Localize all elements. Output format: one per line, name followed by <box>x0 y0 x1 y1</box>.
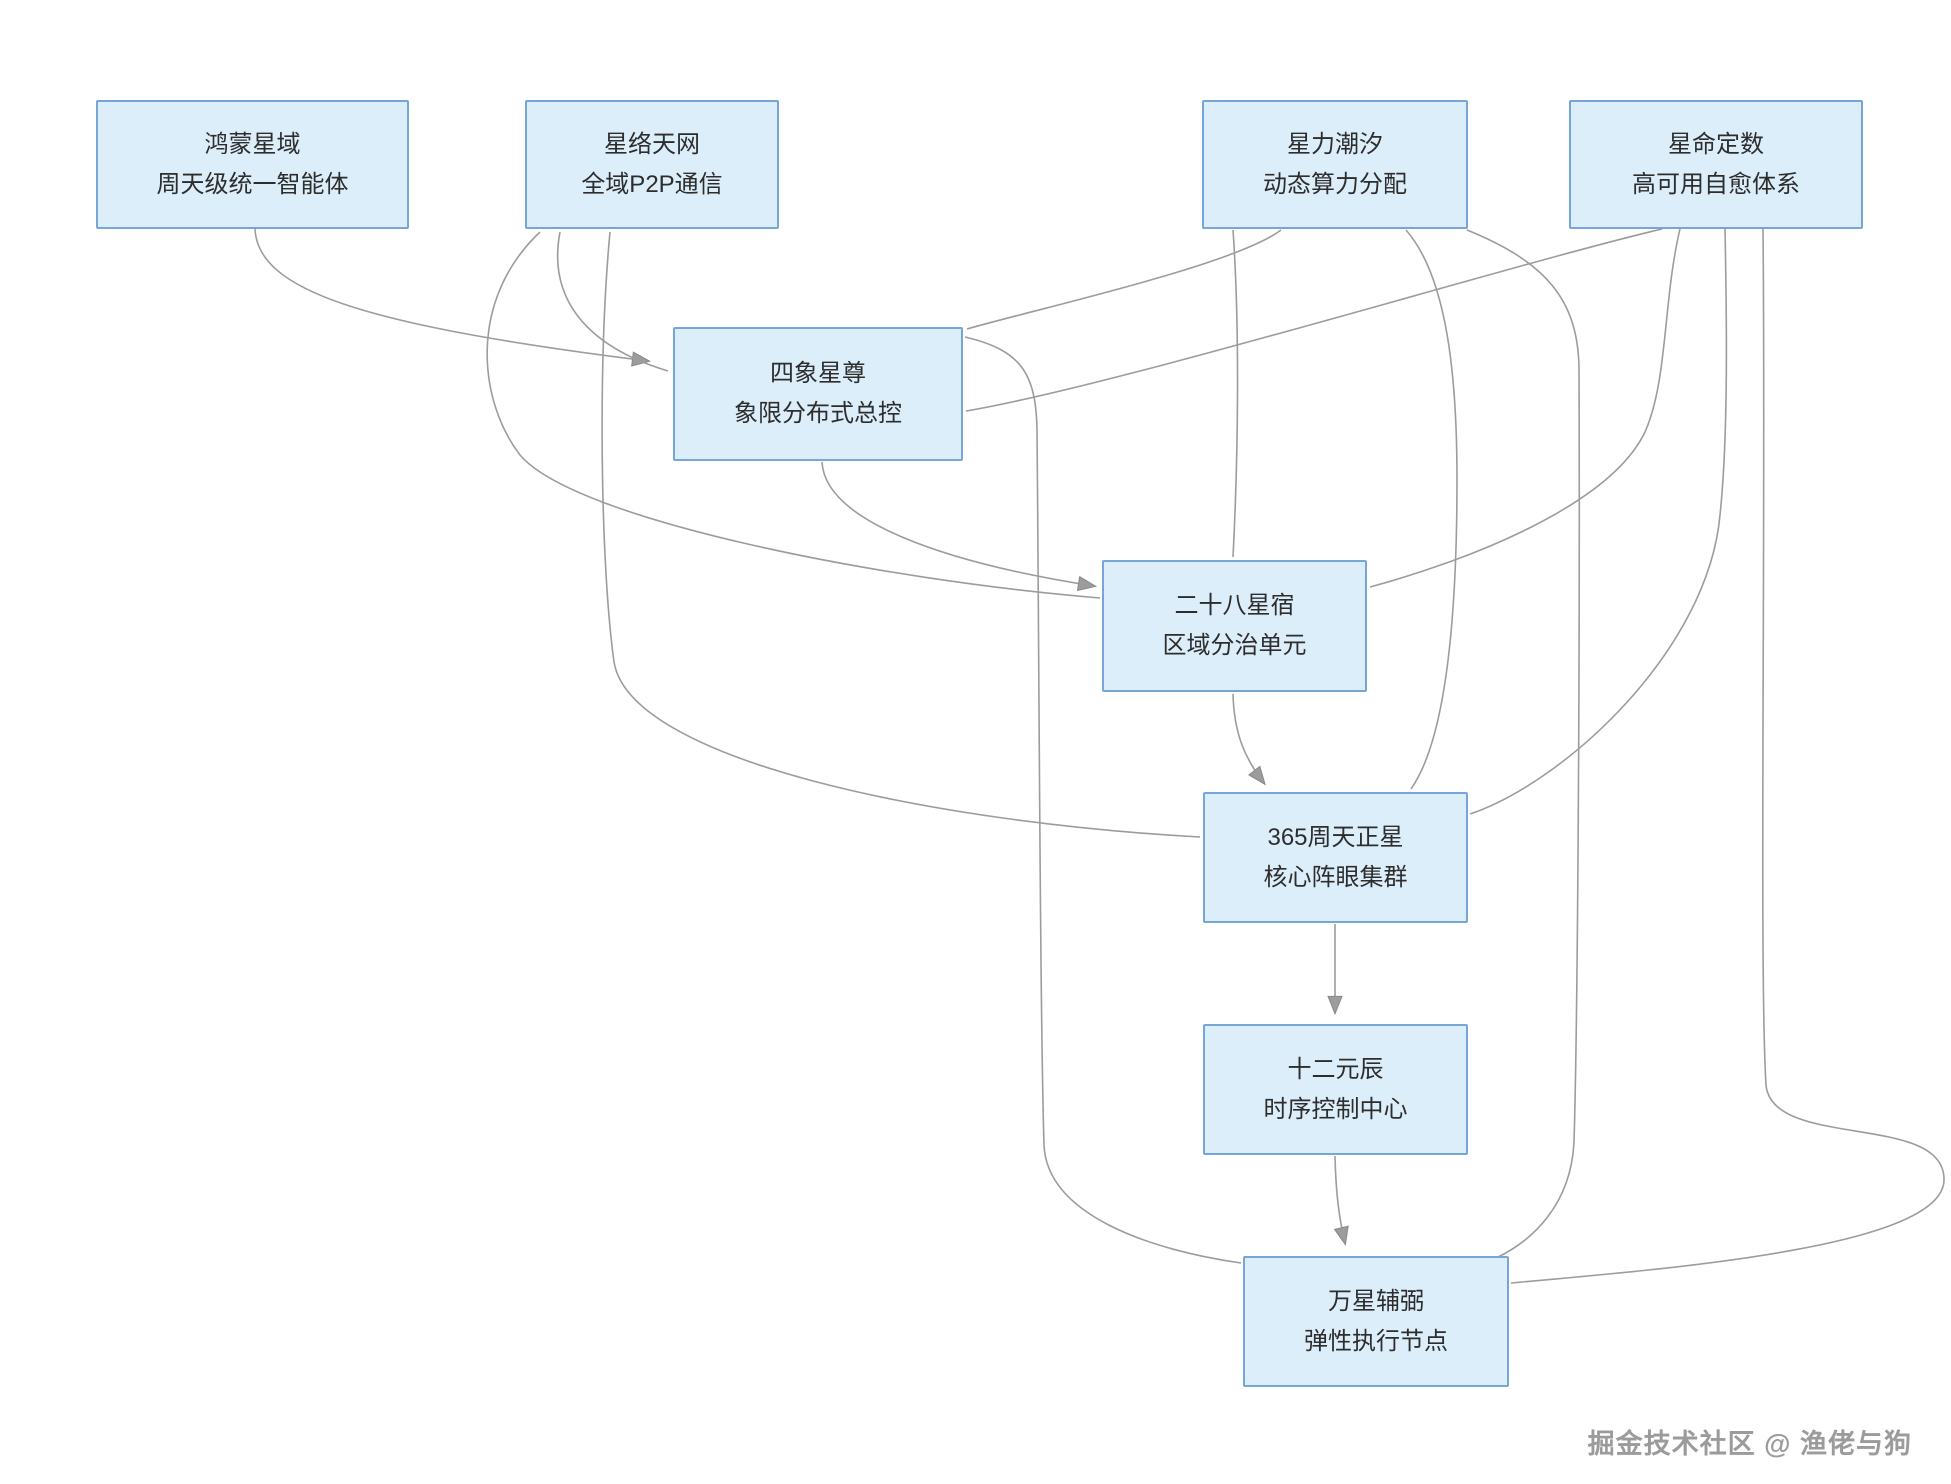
node-label-line2: 弹性执行节点 <box>1304 1327 1448 1355</box>
diagram-node-C: 星力潮汐动态算力分配 <box>1202 100 1468 229</box>
node-label-line2: 动态算力分配 <box>1263 170 1407 198</box>
node-label-line1: 万星辅弼 <box>1328 1287 1424 1315</box>
diagram-node-B: 星络天网全域P2P通信 <box>525 100 779 229</box>
edge-D-I <box>1510 228 1945 1284</box>
node-label-line1: 四象星尊 <box>770 360 866 387</box>
node-label-line1: 星力潮汐 <box>1287 130 1383 158</box>
node-label-line2: 时序控制中心 <box>1263 1095 1408 1123</box>
diagram-node-F: 二十八星宿区域分治单元 <box>1102 560 1367 692</box>
diagram-node-D: 星命定数高可用自愈体系 <box>1569 100 1863 229</box>
watermark-text: 掘金技术社区 @ 渔佬与狗 <box>1587 1429 1912 1459</box>
node-label-line2: 高可用自愈体系 <box>1632 170 1800 198</box>
node-label-line1: 365周天正星 <box>1267 823 1404 851</box>
diagram-node-E: 四象星尊象限分布式总控 <box>673 327 963 461</box>
edge-D-G <box>1469 228 1728 815</box>
edge-D-E <box>965 228 1663 412</box>
diagram-node-G: 365周天正星核心阵眼集群 <box>1203 792 1468 923</box>
edge-E-I <box>964 336 1242 1264</box>
edge-C-E <box>966 229 1282 330</box>
diagram-node-A: 鸿蒙星域周天级统一智能体 <box>96 100 409 229</box>
node-label-line1: 鸿蒙星域 <box>204 130 301 158</box>
edge-A-E <box>254 228 652 367</box>
node-label-line1: 二十八星宿 <box>1174 592 1295 619</box>
node-label-line1: 星络天网 <box>604 130 700 158</box>
edge-H-I <box>1333 1155 1349 1247</box>
edge-E-F <box>821 461 1098 592</box>
node-label-line2: 周天级统一智能体 <box>156 170 349 198</box>
edge-B-G <box>601 231 1201 838</box>
edge-D-F <box>1369 228 1681 588</box>
edge-B-F <box>486 231 1101 599</box>
node-label-line2: 区域分治单元 <box>1162 632 1307 659</box>
node-label-line1: 星命定数 <box>1668 130 1764 158</box>
edge-B-E <box>556 231 669 372</box>
edge-C-F <box>1232 229 1239 558</box>
edge-C-G <box>1405 229 1458 790</box>
node-label-line2: 核心阵眼集群 <box>1263 863 1408 891</box>
edge-F-G <box>1232 693 1266 786</box>
node-label-line1: 十二元辰 <box>1287 1055 1384 1083</box>
diagram-node-H: 十二元辰时序控制中心 <box>1203 1024 1468 1155</box>
node-label-line2: 象限分布式总控 <box>734 400 902 427</box>
diagram-node-I: 万星辅弼弹性执行节点 <box>1243 1256 1509 1387</box>
node-label-line2: 全域P2P通信 <box>581 170 723 198</box>
edge-C-I <box>1466 229 1581 1259</box>
